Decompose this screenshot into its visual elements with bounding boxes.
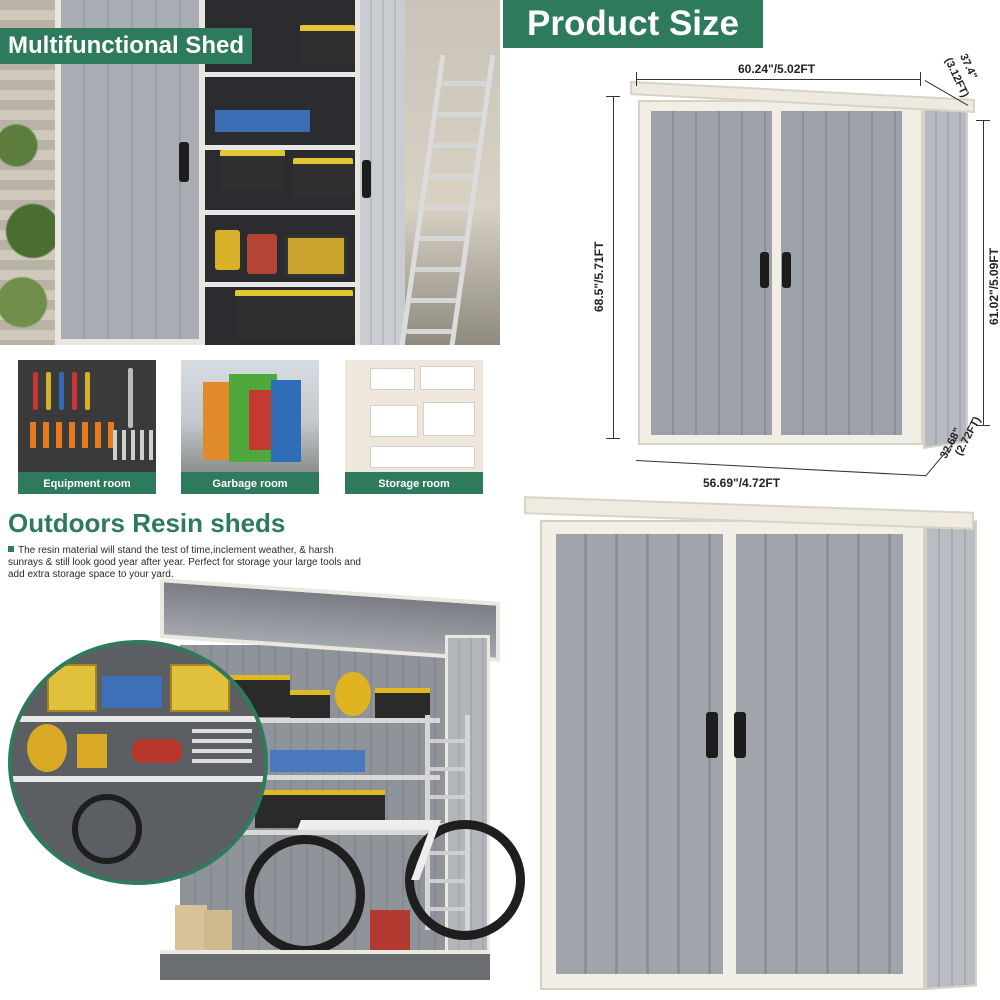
room-label: Storage room (378, 478, 450, 490)
door-handle-icon (760, 252, 769, 288)
shed-door-right (732, 530, 907, 978)
outdoors-resin-description: The resin material will stand the test o… (8, 545, 368, 581)
shelf (12, 716, 264, 722)
door-handle-icon (706, 712, 718, 758)
interior-detail-inset (8, 640, 268, 885)
storage-box (370, 368, 415, 390)
bullet-icon (8, 546, 14, 552)
product-size-banner: Product Size (503, 0, 763, 48)
screwdriver-icon (85, 372, 90, 410)
shelf (205, 210, 360, 215)
dimension-tick (976, 425, 990, 426)
storage-bin (170, 664, 230, 712)
tool-case-icon (102, 676, 162, 708)
paint-can-icon (215, 230, 240, 270)
room-tile-storage: Storage room (345, 360, 483, 494)
storage-bin (255, 790, 385, 828)
shelf (205, 145, 360, 150)
shelf (12, 776, 264, 782)
dimension-line (983, 120, 984, 425)
door-handle-icon (734, 712, 746, 758)
screwdriver-icon (33, 372, 38, 410)
plant-foliage (0, 60, 55, 345)
open-shed-photo (160, 578, 525, 990)
shed-floor (160, 950, 490, 980)
room-label: Garbage room (212, 478, 288, 490)
shed-side-wall (923, 97, 968, 449)
screwdriver-icon (72, 372, 77, 410)
shed-front (638, 100, 923, 445)
shelf (205, 282, 360, 287)
room-label: Equipment room (43, 478, 131, 490)
description-text: The resin material will stand the test o… (8, 545, 361, 580)
storage-bin (375, 688, 430, 718)
multifunctional-shed-banner: Multifunctional Shed (0, 28, 252, 64)
room-tile-garbage: Garbage room (181, 360, 319, 494)
shelf (240, 830, 440, 835)
dimension-bottom-width: 56.69"/4.72FT (703, 476, 781, 490)
shed-side-wall (925, 520, 977, 990)
shelf (240, 775, 440, 780)
dimension-front-height: 68.5"/5.71FT (592, 241, 606, 312)
room-tile-equipment: Equipment room (18, 360, 156, 494)
dimension-tick (920, 72, 921, 86)
dimension-tick (606, 96, 620, 97)
coffee-box-icon (370, 910, 410, 955)
dimension-back-height: 61.02"/5.09FT (987, 247, 1000, 325)
shed-door-left (648, 108, 775, 438)
storage-bin (293, 158, 353, 198)
storage-room-image (345, 360, 483, 472)
shed-product-front (524, 496, 978, 995)
storage-bin (300, 25, 355, 65)
door-handle-icon (782, 252, 791, 288)
storage-box (420, 366, 475, 390)
door-handle-icon (179, 142, 189, 182)
bin-blue-icon (271, 380, 301, 462)
bin-red-icon (249, 390, 273, 450)
toolbox-icon (285, 235, 347, 277)
outdoors-resin-title: Outdoors Resin sheds (8, 508, 286, 538)
dimension-tick (636, 72, 637, 86)
shelf (240, 718, 440, 723)
bike-frame-icon (279, 820, 441, 880)
shed-door-left (552, 530, 727, 978)
paint-can-icon (247, 234, 277, 274)
dimension-line (636, 79, 921, 80)
screwdriver-icon (46, 372, 51, 410)
shed-door-right (778, 108, 905, 438)
lamp-icon (132, 739, 182, 763)
gas-can-icon (77, 734, 107, 768)
fan-icon (335, 672, 371, 716)
dimension-tick (606, 438, 620, 439)
garbage-room-image (181, 360, 319, 472)
storage-bin (220, 150, 285, 190)
door-handle-icon (362, 160, 371, 198)
tool-case-icon (215, 110, 310, 132)
level-icon (128, 368, 133, 428)
storage-box (423, 402, 475, 436)
shed-front (540, 520, 925, 990)
bike-wheel-icon (72, 794, 142, 864)
hose-reel-icon (27, 724, 67, 772)
storage-bin (47, 664, 97, 712)
dimension-line (613, 96, 614, 438)
wrench-icon (113, 430, 153, 460)
ladder-icon (192, 729, 252, 769)
shed-door-right (355, 0, 405, 345)
dimension-shed-drawing (630, 80, 975, 460)
equipment-room-image (18, 360, 156, 472)
shelf (205, 72, 360, 77)
ladder-icon (399, 55, 496, 345)
storage-box (370, 405, 418, 437)
storage-bin (290, 690, 330, 718)
storage-bin (235, 290, 353, 340)
dimension-tick (976, 120, 990, 121)
storage-box (370, 446, 475, 468)
dimension-line (635, 460, 926, 477)
pliers-icon (30, 422, 120, 448)
tool-case-icon (270, 750, 365, 772)
screwdriver-icon (59, 372, 64, 410)
bike-wheel-icon (405, 820, 525, 940)
dimension-top-width: 60.24"/5.02FT (738, 62, 816, 76)
